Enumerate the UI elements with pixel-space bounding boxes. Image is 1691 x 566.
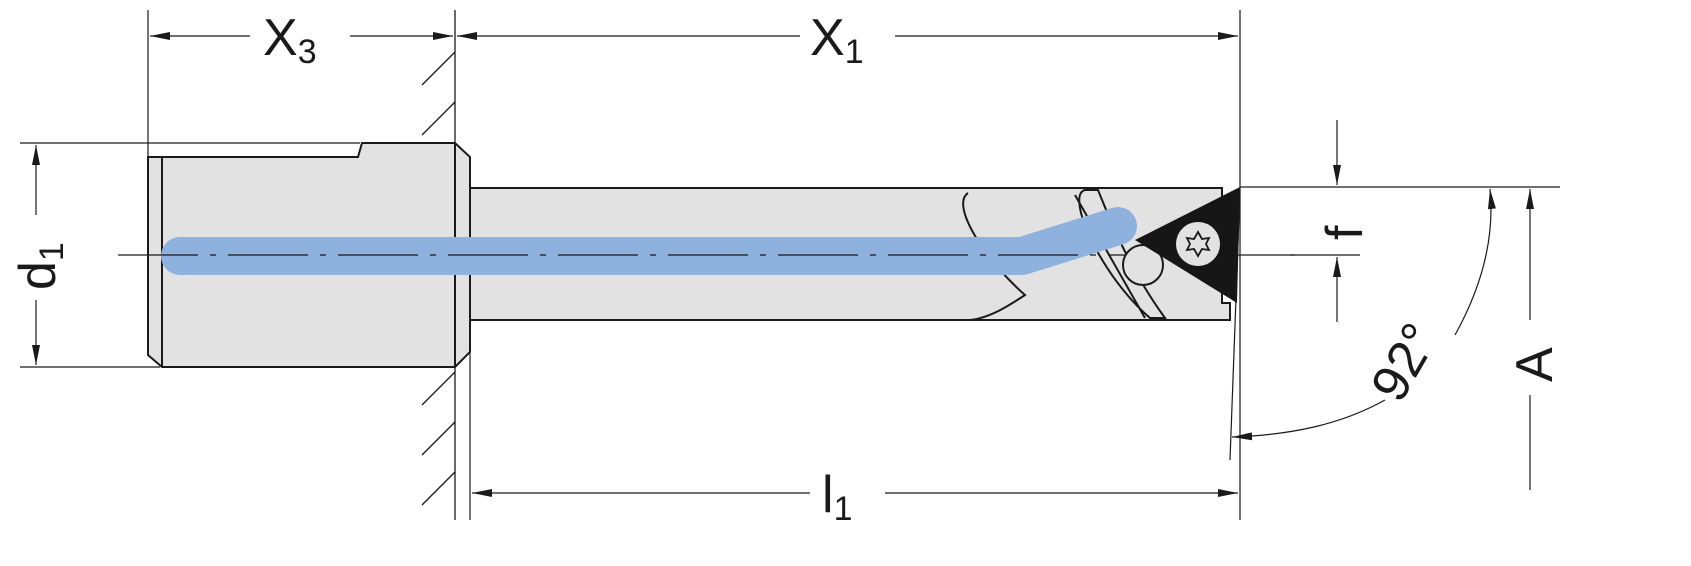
torx-screw-icon: [1185, 230, 1211, 258]
dim-label-f: f: [1316, 225, 1374, 240]
dimension-lines: [32, 32, 1534, 497]
dim-label-x1: X1: [810, 9, 864, 71]
dim-label-x3: X3: [263, 9, 317, 71]
dim-label-d1: d1: [9, 242, 71, 290]
coolant-channel: [161, 207, 1137, 275]
cutting-insert: [1122, 187, 1240, 303]
dim-label-l1: l1: [822, 466, 852, 528]
dim-label-angle: 92°: [1360, 314, 1450, 411]
dim-label-a: A: [1506, 347, 1564, 382]
